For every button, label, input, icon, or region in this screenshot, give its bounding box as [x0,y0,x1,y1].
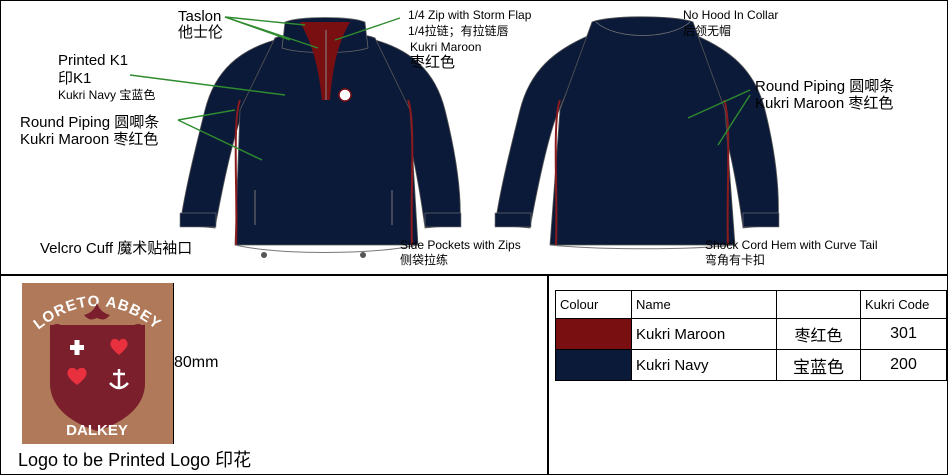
printed-label-cn: 印K1 [58,70,92,87]
dimension-line [173,283,174,444]
piping-front-label: Round Piping 圆唧条 [20,114,160,131]
colour-table: Colour Name Kukri Code Kukri Maroon 枣红色 … [555,290,947,381]
header-name: Name [631,290,777,319]
hem-label-cn: 弯角有卡扣 [705,253,766,267]
colour-name: Kukri Navy [631,349,777,381]
taslon-label: Taslon [178,8,222,25]
taslon-label-cn: 他士伦 [178,24,224,41]
section-divider [0,274,948,276]
colour-name-cn: 宝蓝色 [776,349,861,381]
printed-label: Printed K1 [58,52,129,69]
table-row: Kukri Maroon 枣红色 301 [555,318,947,350]
pockets-label-cn: 侧袋拉练 [400,253,449,267]
piping-back-colour-label: Kukri Maroon 枣红色 [755,95,894,112]
zip-colour-label: Kukri Maroon [410,40,482,54]
printed-colour-label: Kukri Navy 宝蓝色 [58,88,156,102]
zip-label-cn: 1/4拉链；有拉链唇 [408,24,509,38]
colour-code: 301 [860,318,947,350]
pockets-label: Side Pockets with Zips [400,238,521,252]
colour-name-cn: 枣红色 [776,318,861,350]
header-blank [776,290,861,319]
zip-colour-label-cn: 枣红色 [410,54,456,71]
header-colour: Colour [555,290,632,319]
logo-caption: Logo to be Printed Logo 印花 [18,450,252,470]
piping-back-label: Round Piping 圆唧条 [755,78,895,95]
logo-bottom-text: DALKEY [66,422,128,439]
back-jacket [494,16,780,250]
column-divider [547,274,549,475]
loreto-abbey-logo: LORETO ABBEY DALKEY [22,283,173,444]
colour-table-header: Colour Name Kukri Code [555,290,947,319]
front-jacket [179,17,462,258]
velcro-label: Velcro Cuff 魔术贴袖口 [40,240,193,257]
zip-label: 1/4 Zip with Storm Flap [408,8,532,22]
logo-size-label: 80mm [174,354,219,371]
no-hood-label-cn: 后领无帽 [683,24,732,38]
callout-lines [129,16,751,161]
colour-swatch-navy [555,349,632,381]
piping-front-colour-label: Kukri Maroon 枣红色 [20,131,159,148]
hem-label: Shock Cord Hem with Curve Tail [705,238,878,252]
table-row: Kukri Navy 宝蓝色 200 [555,349,947,381]
crest-image: LORETO ABBEY DALKEY [22,283,173,444]
colour-name: Kukri Maroon [631,318,777,350]
header-code: Kukri Code [860,290,947,319]
colour-swatch-maroon [555,318,632,350]
colour-code: 200 [860,349,947,381]
jacket-drawings [129,16,780,258]
no-hood-label: No Hood In Collar [683,8,779,22]
